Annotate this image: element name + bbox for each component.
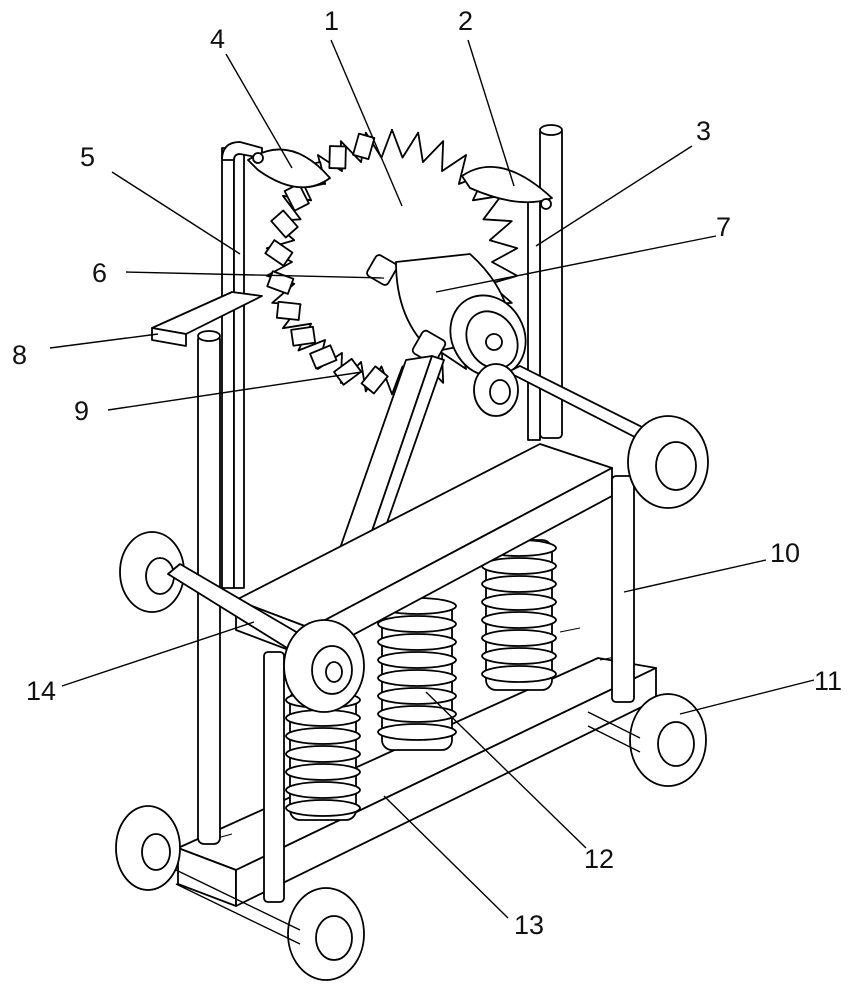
front-center-post xyxy=(263,651,285,903)
upper-left-wheel xyxy=(119,531,185,613)
spring-coil xyxy=(481,593,557,611)
spring-coil xyxy=(377,723,457,741)
spring-coil xyxy=(285,781,361,799)
blade-tooth xyxy=(352,132,376,161)
motor xyxy=(366,253,527,378)
right-post-10 xyxy=(611,475,635,703)
spring-coil xyxy=(377,651,457,669)
rear-axle xyxy=(473,363,677,453)
blade-tooth xyxy=(275,300,302,321)
label-14: 14 xyxy=(26,676,56,706)
spring-coil xyxy=(377,705,457,723)
blade-tooth xyxy=(328,145,347,170)
spring-coil xyxy=(377,615,457,633)
blade-tooth xyxy=(283,182,310,212)
label-2: 2 xyxy=(458,6,473,36)
label-9: 9 xyxy=(74,396,89,426)
blade-tooth xyxy=(270,209,299,239)
left-upright-rails xyxy=(221,141,263,589)
spring-coil xyxy=(377,633,457,651)
spring-coil xyxy=(481,647,557,665)
blade-tooth xyxy=(360,365,389,395)
blade-tooth xyxy=(290,325,317,347)
spring-coil xyxy=(285,727,361,745)
label-6: 6 xyxy=(92,258,107,288)
spring-coil xyxy=(285,745,361,763)
bottom-right-wheel xyxy=(629,693,707,787)
bottom-front-wheel xyxy=(287,887,365,981)
part-labels: 1 2 3 4 5 6 7 8 9 10 11 12 13 14 xyxy=(12,6,842,940)
side-tray xyxy=(151,291,263,347)
bottom-left-rear-wheel xyxy=(115,805,181,891)
front-axle-wheel xyxy=(283,619,365,713)
spring-coil xyxy=(285,799,361,817)
label-13: 13 xyxy=(514,910,544,940)
spring-coil xyxy=(377,669,457,687)
spring-coil xyxy=(481,629,557,647)
blade-tooth xyxy=(333,357,363,386)
spring-coil xyxy=(481,575,557,593)
spring-stack-rear xyxy=(481,539,557,691)
label-1: 1 xyxy=(324,6,339,36)
spring-coil xyxy=(481,665,557,683)
label-4: 4 xyxy=(210,24,225,54)
spring-stack-front xyxy=(285,689,361,821)
spring-coil xyxy=(481,611,557,629)
spring-stack-middle xyxy=(377,597,457,751)
upper-right-wheel xyxy=(627,415,709,509)
spring-coil xyxy=(377,687,457,705)
label-12: 12 xyxy=(584,844,614,874)
label-3: 3 xyxy=(696,116,711,146)
label-8: 8 xyxy=(12,340,27,370)
label-7: 7 xyxy=(716,212,731,242)
blade-tooth xyxy=(309,344,338,370)
left-blade-guard xyxy=(247,148,331,189)
right-blade-guard xyxy=(461,165,553,210)
blade-tooth xyxy=(264,239,294,267)
label-11: 11 xyxy=(814,666,842,696)
bottom-axles xyxy=(175,711,641,945)
label-10: 10 xyxy=(770,538,800,568)
label-5: 5 xyxy=(80,142,95,172)
spring-coil xyxy=(285,763,361,781)
leader-lines xyxy=(49,39,815,919)
